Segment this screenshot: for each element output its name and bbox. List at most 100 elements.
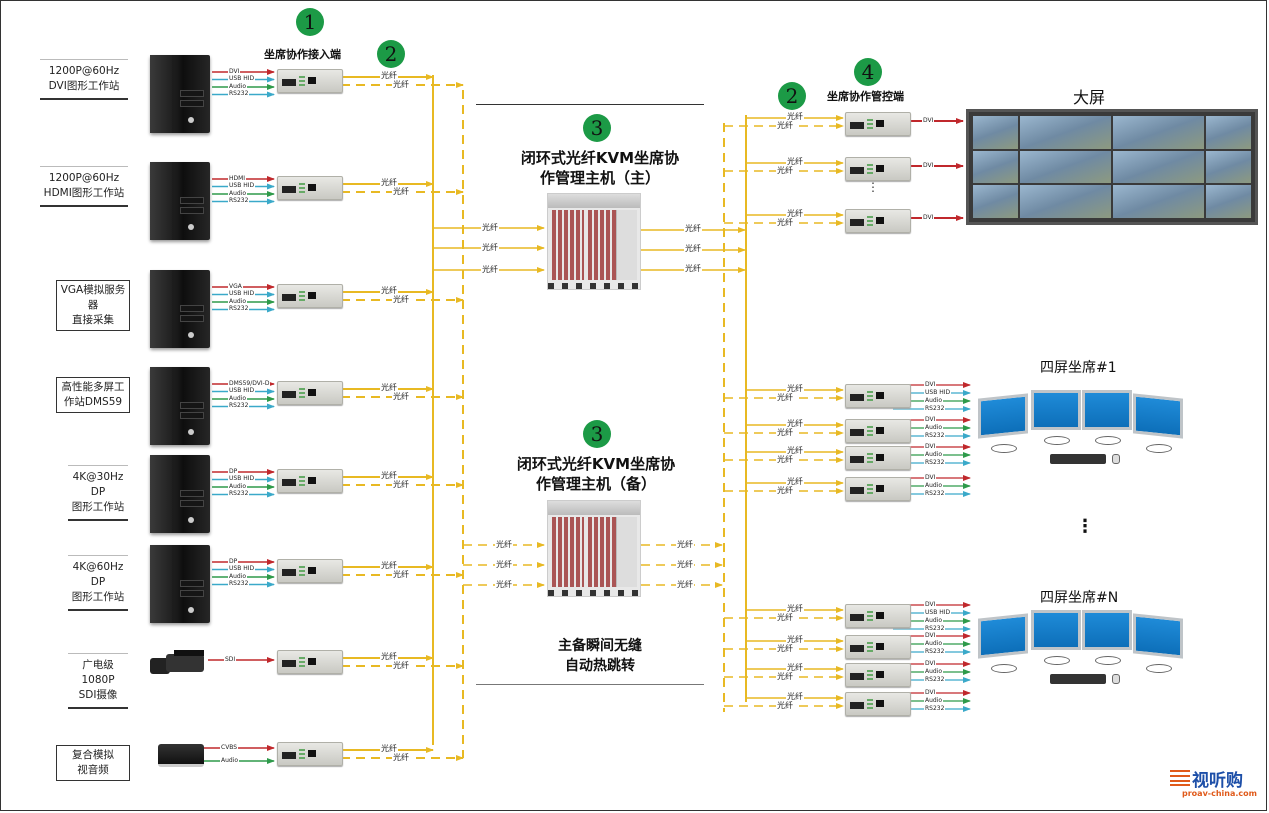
cable-label: USB HID bbox=[228, 387, 256, 395]
fiber-label: 光纤 bbox=[380, 71, 398, 80]
fiber-label: 光纤 bbox=[392, 187, 410, 196]
fiber-label: 光纤 bbox=[684, 224, 702, 233]
workstation-tower-icon bbox=[150, 162, 210, 240]
cable-label: Audio bbox=[924, 424, 944, 432]
cable-label: Audio bbox=[924, 397, 944, 405]
cable-label: Audio bbox=[220, 756, 240, 765]
mouse-icon bbox=[1112, 454, 1120, 464]
access-encoder bbox=[277, 284, 343, 308]
workstation-tower-icon bbox=[150, 270, 210, 348]
backup-host-title-line2: 作管理主机（备） bbox=[535, 475, 656, 493]
cable-label: Audio bbox=[924, 451, 944, 459]
failover-note-line2: 自动热跳转 bbox=[565, 658, 635, 674]
source-label-line1: 复合模拟 bbox=[72, 749, 114, 761]
cable-label: USB HID bbox=[228, 475, 256, 483]
cable-label: SDI bbox=[224, 655, 237, 664]
fiber-label: 光纤 bbox=[481, 223, 499, 232]
fiber-label: 光纤 bbox=[676, 580, 694, 589]
backup-host-title-line1: 闭环式光纤KVM坐席协 bbox=[516, 455, 676, 473]
access-encoder bbox=[277, 742, 343, 766]
kvm-host-main bbox=[547, 193, 641, 290]
fiber-label: 光纤 bbox=[776, 218, 794, 227]
fiber-label: 光纤 bbox=[676, 560, 694, 569]
cable-label: Audio bbox=[924, 617, 944, 625]
source-label: 高性能多屏工作站DMS59 bbox=[56, 377, 130, 413]
monitor-icon bbox=[1133, 393, 1183, 439]
fiber-label: 光纤 bbox=[776, 455, 794, 464]
seat-1-workstation bbox=[976, 386, 1186, 466]
separator-top bbox=[476, 104, 704, 105]
cable-label: RS232 bbox=[924, 705, 946, 713]
source-label-line1: 4K@60Hz DP bbox=[72, 561, 124, 588]
source-label-line2: SDI摄像 bbox=[78, 689, 118, 701]
fiber-label: 光纤 bbox=[392, 480, 410, 489]
cable-label: Audio bbox=[228, 482, 248, 491]
cable-label: Audio bbox=[924, 668, 944, 676]
wall-receiver bbox=[845, 157, 911, 181]
camera-icon bbox=[150, 650, 208, 680]
cable-label: RS232 bbox=[924, 459, 946, 467]
fiber-label: 光纤 bbox=[676, 540, 694, 549]
access-encoder bbox=[277, 69, 343, 93]
fiber-label: 光纤 bbox=[786, 209, 804, 218]
fiber-label: 光纤 bbox=[481, 265, 499, 274]
cable-label: USB HID bbox=[924, 389, 952, 397]
fiber-label: 光纤 bbox=[776, 428, 794, 437]
cable-label: DMS59/DVI-D bbox=[228, 379, 271, 388]
cable-label: DVI bbox=[924, 474, 937, 482]
monitor-icon bbox=[978, 393, 1028, 439]
control-receiver bbox=[845, 446, 911, 470]
fiber-label: 光纤 bbox=[684, 244, 702, 253]
brand-name: 视听购 bbox=[1192, 771, 1243, 791]
fiber-label: 光纤 bbox=[776, 644, 794, 653]
step-badge-2-right: 2 bbox=[778, 82, 806, 110]
fiber-label: 光纤 bbox=[392, 392, 410, 401]
source-label-line1: 高性能多屏工 bbox=[61, 381, 125, 393]
fiber-label: 光纤 bbox=[380, 383, 398, 392]
cable-label: RS232 bbox=[924, 648, 946, 656]
fiber-label: 光纤 bbox=[776, 121, 794, 130]
cable-label: RS232 bbox=[228, 305, 250, 313]
cable-label: DVI bbox=[924, 443, 937, 451]
cable-label: Audio bbox=[228, 82, 248, 91]
seat-n-title: 四屏坐席#N bbox=[1040, 590, 1119, 606]
fiber-label: 光纤 bbox=[786, 663, 804, 672]
control-end-title: 坐席协作管控端 bbox=[827, 90, 904, 103]
cable-label: DVI bbox=[922, 117, 935, 125]
access-end-title: 坐席协作接入端 bbox=[264, 48, 341, 61]
source-label-line2: HDMI图形工作站 bbox=[43, 187, 125, 199]
fiber-label: 光纤 bbox=[776, 613, 794, 622]
step-badge-1: 1 bbox=[296, 8, 324, 36]
seat-1-title: 四屏坐席#1 bbox=[1040, 360, 1117, 376]
cable-label: USB HID bbox=[228, 182, 256, 190]
cable-label: DVI bbox=[924, 381, 937, 389]
fiber-label: 光纤 bbox=[380, 744, 398, 753]
access-encoder bbox=[277, 381, 343, 405]
workstation-tower-icon bbox=[150, 55, 210, 133]
cable-label: DVI bbox=[228, 67, 241, 76]
source-label-line2: 作站DMS59 bbox=[63, 396, 123, 408]
keyboard-icon bbox=[1050, 674, 1106, 684]
fiber-label: 光纤 bbox=[786, 419, 804, 428]
source-label: 广电级1080P SDI摄像 bbox=[68, 653, 128, 709]
wall-receiver bbox=[845, 112, 911, 136]
failover-note-line1: 主备瞬间无缝 bbox=[558, 638, 642, 654]
source-label-line1: 广电级1080P bbox=[81, 659, 115, 686]
fiber-label: 光纤 bbox=[495, 540, 513, 549]
cart-icon bbox=[1170, 770, 1190, 786]
control-receiver bbox=[845, 477, 911, 501]
cable-label: Audio bbox=[228, 394, 248, 403]
monitor-icon bbox=[1031, 390, 1081, 430]
monitor-icon bbox=[1133, 613, 1183, 659]
workstation-tower-icon bbox=[150, 367, 210, 445]
backup-host-title: 闭环式光纤KVM坐席协 作管理主机（备） bbox=[513, 454, 679, 494]
cable-label: DVI bbox=[922, 214, 935, 222]
video-wall bbox=[966, 109, 1258, 225]
fiber-label: 光纤 bbox=[776, 672, 794, 681]
cable-label: RS232 bbox=[228, 90, 250, 98]
cable-label: DP bbox=[228, 467, 239, 476]
control-receiver bbox=[845, 635, 911, 659]
